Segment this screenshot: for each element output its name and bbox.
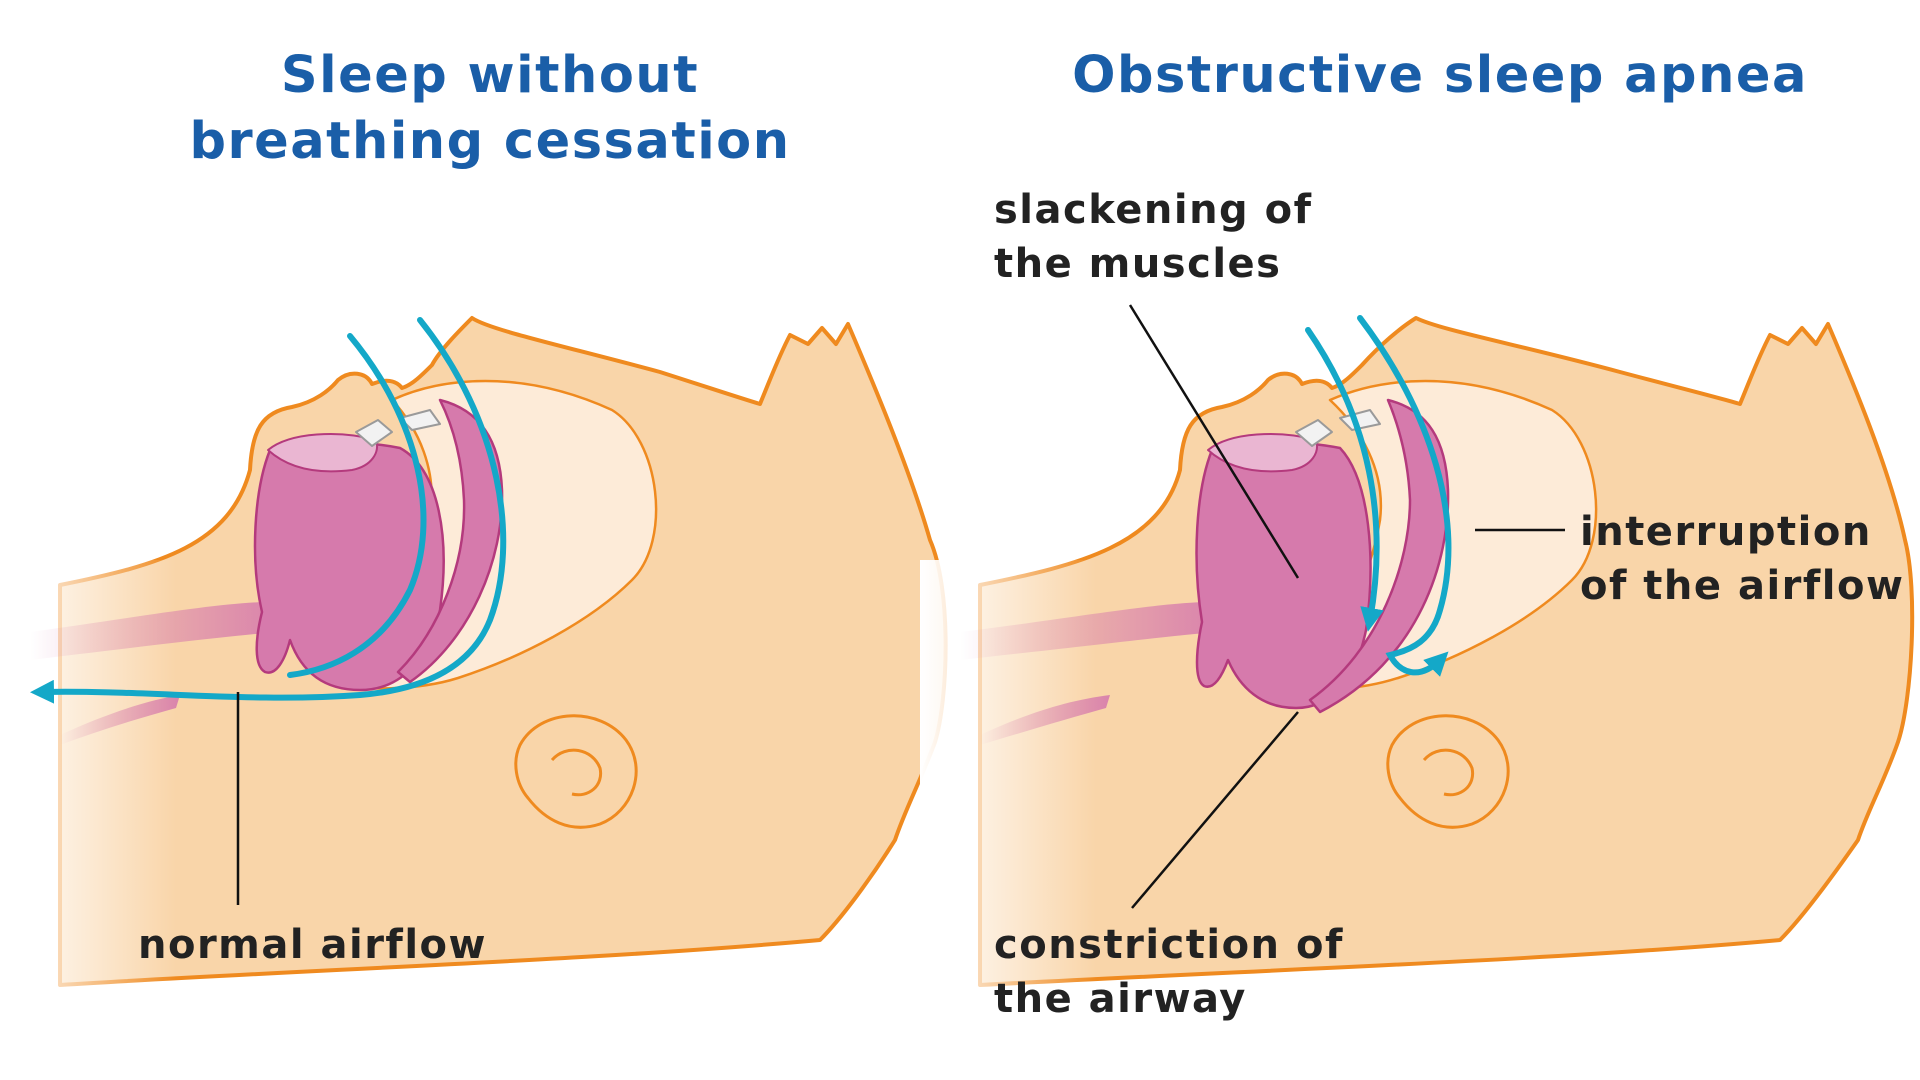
callout-constriction-line-1: constriction of (994, 918, 1344, 972)
callout-slackening-of-muscles: slackening of the muscles (994, 183, 1312, 291)
left-panel-title: Sleep without breathing cessation (180, 43, 800, 175)
callout-constriction-line-2: the airway (994, 972, 1344, 1026)
callout-constriction-of-airway: constriction of the airway (994, 918, 1344, 1026)
callout-slackening-line-2: the muscles (994, 237, 1312, 291)
right-panel-title: Obstructive sleep apnea (1040, 43, 1840, 109)
callout-interruption-line-2: of the airflow (1580, 559, 1904, 613)
right-head (920, 318, 1912, 1000)
callout-normal-airflow: normal airflow (138, 918, 487, 972)
left-title-line-1: Sleep without (180, 43, 800, 109)
callout-interruption-of-airflow: interruption of the airflow (1580, 505, 1904, 613)
left-head (0, 318, 946, 1000)
callout-slackening-line-1: slackening of (994, 183, 1312, 237)
right-title-line-1: Obstructive sleep apnea (1040, 43, 1840, 109)
callout-normal-airflow-line-1: normal airflow (138, 918, 487, 972)
callout-interruption-line-1: interruption (1580, 505, 1904, 559)
left-title-line-2: breathing cessation (180, 109, 800, 175)
